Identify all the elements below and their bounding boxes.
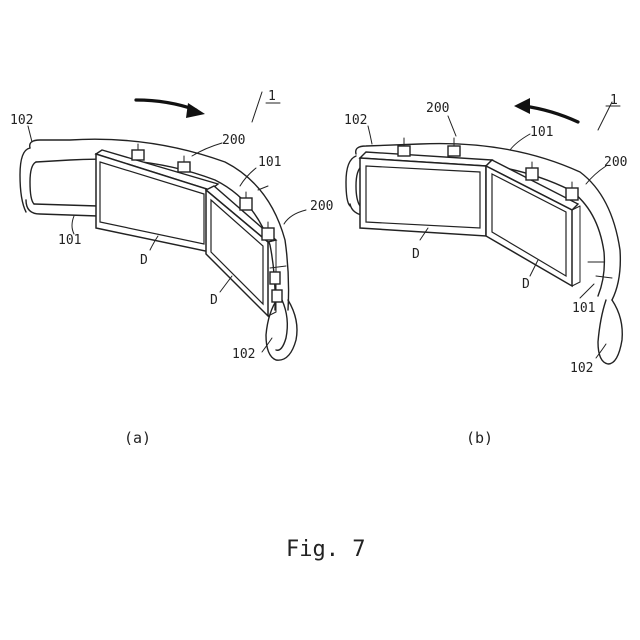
ref-label-102: 102 — [344, 113, 367, 128]
ref-label-D: D — [140, 253, 148, 268]
ref-label-D: D — [210, 293, 218, 308]
ref-label-200: 200 — [222, 133, 245, 148]
ref-label-200: 200 — [604, 155, 627, 170]
ref-label-200: 200 — [310, 199, 333, 214]
display-panel-b-left — [360, 152, 492, 236]
ref-label-102: 102 — [570, 361, 593, 376]
ref-label-101: 101 — [530, 125, 553, 140]
ref-label-D: D — [412, 247, 420, 262]
ref-label-D: D — [522, 277, 530, 292]
ref-label-101: 101 — [572, 301, 595, 316]
figure-caption: Fig. 7 — [286, 537, 365, 562]
ref-label-102: 102 — [10, 113, 33, 128]
ref-label-102: 102 — [232, 347, 255, 362]
ref-label-1: 1 — [268, 89, 276, 104]
caption-a: (a) — [124, 429, 151, 447]
rotation-arrow-left-icon — [514, 98, 578, 122]
caption-b: (b) — [466, 429, 493, 447]
ref-label-200: 200 — [426, 101, 449, 116]
view-b: 200 1 101 200 102 D D 101 102 (b) — [344, 93, 627, 447]
ref-label-101: 101 — [58, 233, 81, 248]
rotation-arrow-right-icon — [136, 100, 205, 118]
view-a: 1 200 101 200 102 101 D D 102 (a) — [10, 89, 333, 447]
ref-label-101: 101 — [258, 155, 281, 170]
